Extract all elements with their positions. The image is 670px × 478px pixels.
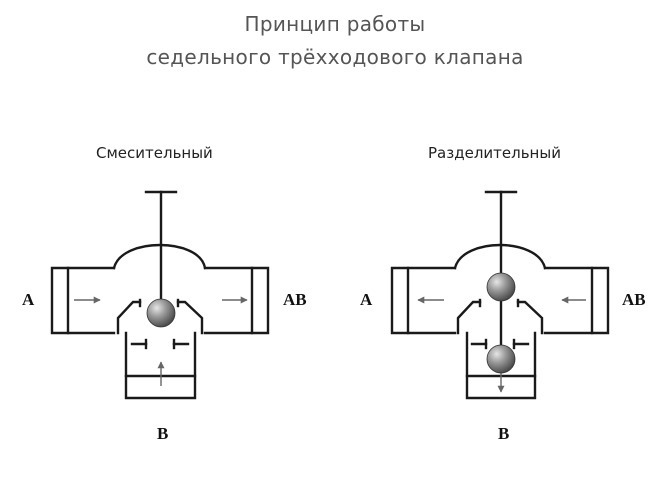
diverting-port-a-label: A xyxy=(360,290,373,309)
diverting-port-b-label: B xyxy=(498,424,510,443)
mixing-port-ab-label: AB xyxy=(283,290,307,309)
mixing-valve-label: Смесительный xyxy=(96,144,213,162)
diverting-valve-label: Разделительный xyxy=(428,144,561,162)
mixing-flow-arrows xyxy=(74,296,248,386)
mixing-valve-ball xyxy=(146,298,176,328)
diverting-valve-ball-lower xyxy=(486,344,516,374)
mixing-port-a-label: A xyxy=(22,290,35,309)
diverting-valve-ball-upper xyxy=(486,272,516,302)
mixing-port-b-label: B xyxy=(157,424,169,443)
mixing-valve-body xyxy=(50,190,270,400)
title-line-1: Принцип работы xyxy=(244,12,426,36)
diverting-port-ab-label: AB xyxy=(622,290,646,309)
diverting-flow-arrows xyxy=(417,296,586,393)
title-line-2: седельного трёхходового клапана xyxy=(146,45,524,69)
